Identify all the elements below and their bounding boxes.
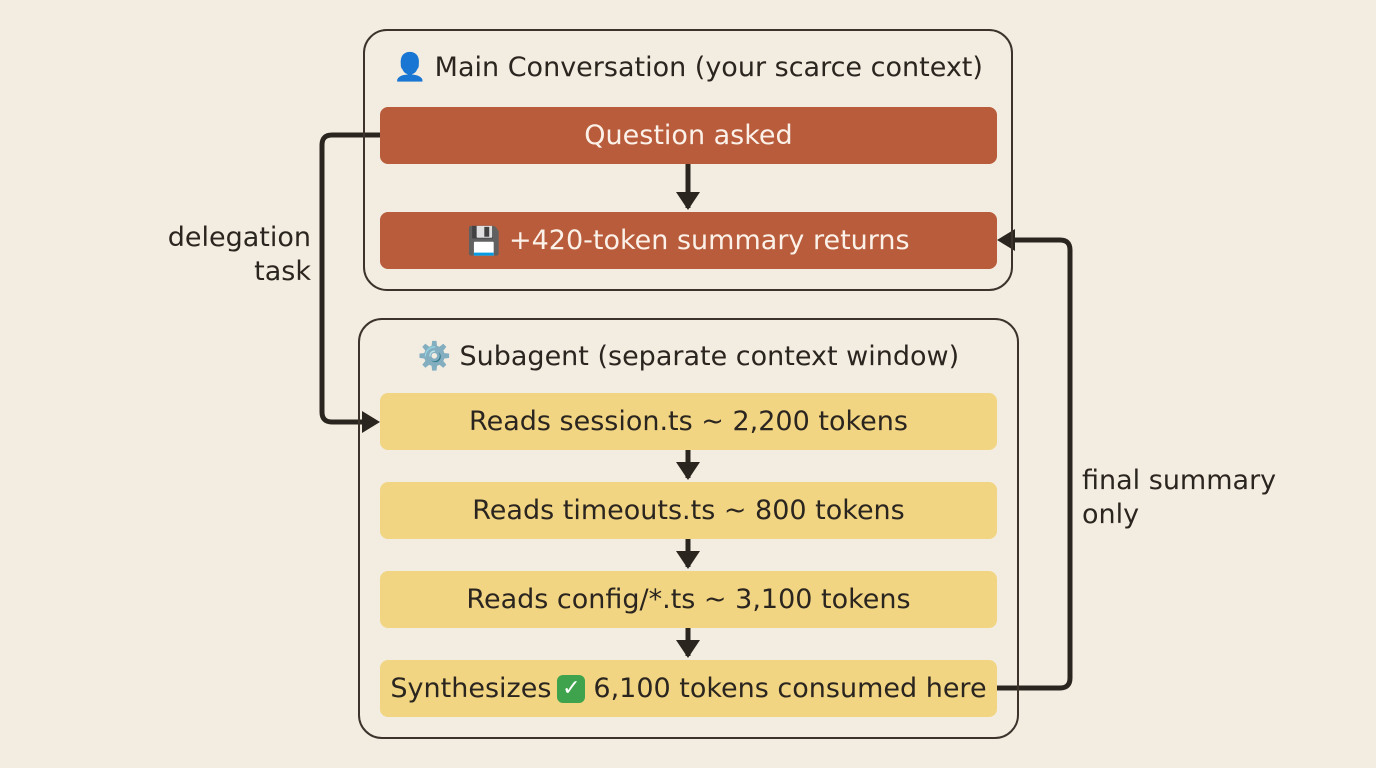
subagent-title: ⚙️Subagent (separate context window)	[358, 339, 1019, 375]
subagent-group	[358, 318, 1019, 739]
gear-icon: ⚙️	[417, 341, 452, 372]
delegation-task-label: delegation task	[160, 221, 311, 289]
main-conversation-title: 👤Main Conversation (your scarce context)	[363, 50, 1013, 86]
final-summary-label: final summary only	[1082, 464, 1276, 532]
final-summary-label-line2: only	[1082, 499, 1140, 530]
check-mark-icon: ✓	[557, 674, 586, 703]
read-timeouts-label: Reads timeouts.ts ~ 800 tokens	[472, 495, 905, 526]
read-timeouts-node: Reads timeouts.ts ~ 800 tokens	[380, 482, 997, 539]
question-asked-label: Question asked	[584, 120, 793, 151]
read-session-label: Reads session.ts ~ 2,200 tokens	[469, 406, 908, 437]
read-session-node: Reads session.ts ~ 2,200 tokens	[380, 393, 997, 450]
synthesizes-prefix: Synthesizes	[390, 673, 552, 704]
question-asked-node: Question asked	[380, 107, 997, 164]
summary-returns-node: 💾 +420-token summary returns	[380, 212, 997, 269]
summary-returns-label: +420-token summary returns	[509, 225, 910, 256]
read-config-label: Reads config/*.ts ~ 3,100 tokens	[466, 584, 911, 615]
delegation-task-label-line1: delegation	[167, 222, 311, 253]
user-icon: 👤	[393, 52, 427, 83]
delegation-task-label-line2: task	[254, 256, 311, 287]
synthesizes-node: Synthesizes✓6,100 tokens consumed here	[380, 660, 997, 717]
floppy-disk-icon: 💾	[467, 225, 501, 257]
final-summary-label-line1: final summary	[1082, 465, 1277, 496]
synthesizes-suffix: 6,100 tokens consumed here	[593, 673, 987, 704]
subagent-title-text: Subagent (separate context window)	[459, 341, 960, 372]
main-conversation-group	[363, 29, 1013, 291]
read-config-node: Reads config/*.ts ~ 3,100 tokens	[380, 571, 997, 628]
main-conversation-title-text: Main Conversation (your scarce context)	[434, 52, 983, 83]
